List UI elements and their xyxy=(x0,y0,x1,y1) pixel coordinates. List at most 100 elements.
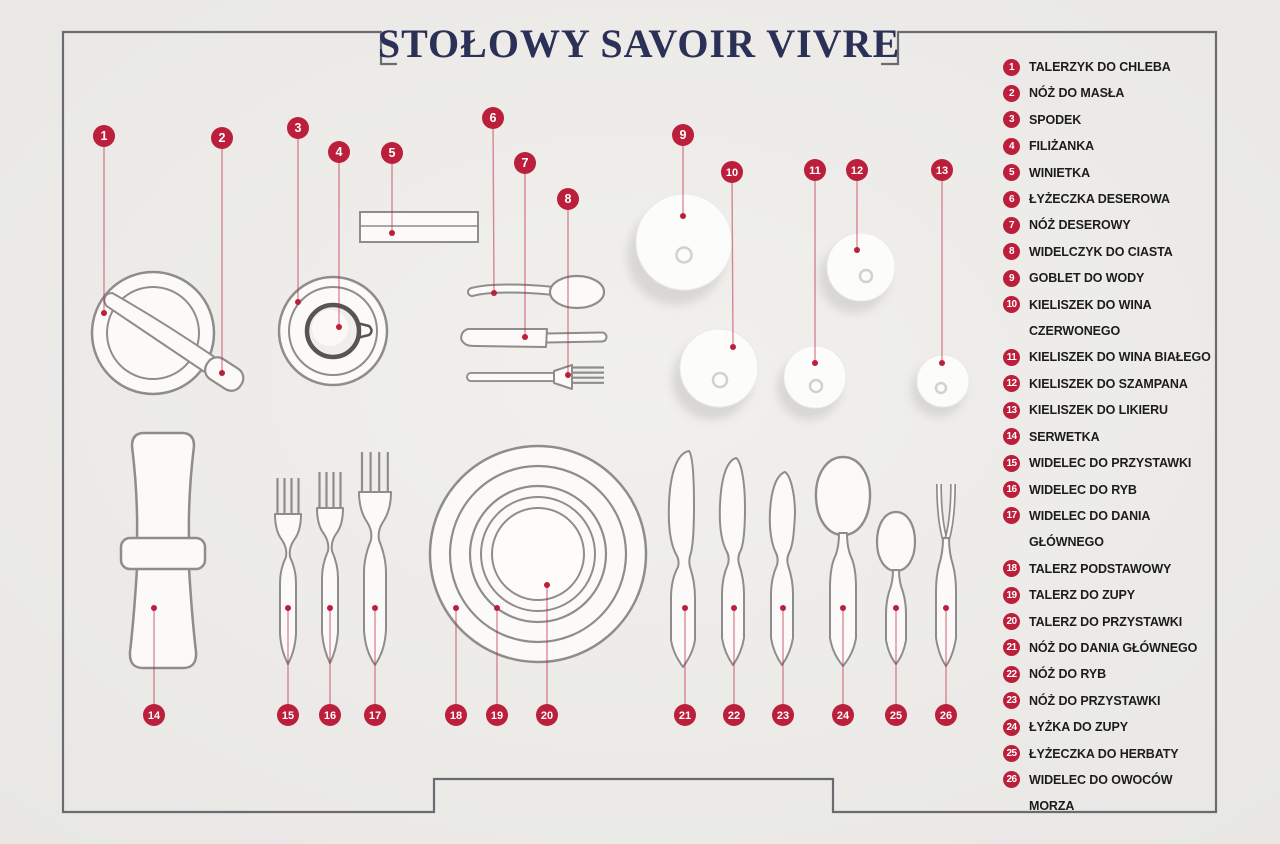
marker-number: 14 xyxy=(148,710,161,722)
napkin xyxy=(119,431,207,670)
legend-number-badge: 5 xyxy=(1003,164,1020,182)
marker-badge xyxy=(381,142,403,164)
marker-lyzka-zupa: 24 xyxy=(832,605,854,726)
marker-dot xyxy=(780,605,786,611)
legend-number-badge: 1 xyxy=(1003,58,1020,76)
legend-number-badge: 2 xyxy=(1003,84,1020,102)
marker-badge xyxy=(723,704,745,726)
marker-badge xyxy=(804,159,826,181)
marker-dot xyxy=(943,605,949,611)
marker-widelec-danie-glowne: 17 xyxy=(364,605,386,726)
marker-winietka: 5 xyxy=(381,142,403,236)
marker-number: 15 xyxy=(282,710,294,722)
legend-label: WINIETKA xyxy=(1029,165,1090,180)
marker-widelec-ryby: 16 xyxy=(319,605,341,726)
legend-number-badge: 20 xyxy=(1003,613,1020,631)
main-course-knife xyxy=(667,450,696,668)
legend-number-badge: 15 xyxy=(1003,454,1020,472)
marker-number: 21 xyxy=(679,710,691,722)
water-goblet xyxy=(627,193,733,305)
marker-noz-danie-glowne: 21 xyxy=(674,605,696,726)
marker-badge xyxy=(319,704,341,726)
marker-widelczyk-do-ciasta: 8 xyxy=(557,188,579,378)
marker-badge xyxy=(536,704,558,726)
marker-dot xyxy=(295,299,301,305)
marker-serwetka: 14 xyxy=(143,605,165,726)
marker-dot xyxy=(730,344,736,350)
legend-number-badge: 13 xyxy=(1003,401,1020,419)
marker-dot xyxy=(939,360,945,366)
marker-number: 18 xyxy=(450,710,462,722)
marker-badge xyxy=(287,117,309,139)
marker-number: 24 xyxy=(837,710,850,722)
legend-number-badge: 21 xyxy=(1003,639,1020,657)
white-wine-glass xyxy=(777,345,847,420)
legend-number-badge: 9 xyxy=(1003,269,1020,287)
legend-number-badge: 4 xyxy=(1003,137,1020,155)
marker-dot xyxy=(336,324,342,330)
marker-noz-deserowy: 7 xyxy=(514,152,536,340)
fish-knife xyxy=(718,457,746,666)
marker-badge xyxy=(328,141,350,163)
marker-dot xyxy=(522,334,528,340)
appetizer-knife xyxy=(768,471,796,666)
marker-dot xyxy=(893,605,899,611)
legend-label: WIDELEC DO RYB xyxy=(1029,482,1137,497)
legend-item-5: 5 WINIETKA xyxy=(1003,160,1216,186)
marker-dot xyxy=(285,605,291,611)
marker-number: 7 xyxy=(522,156,529,170)
marker-dot xyxy=(680,213,686,219)
marker-badge xyxy=(846,159,868,181)
marker-goblet-do-wody: 9 xyxy=(672,124,694,219)
legend-item-8: 8 WIDELCZYK DO CIASTA xyxy=(1003,239,1216,265)
marker-badge xyxy=(364,704,386,726)
marker-number: 6 xyxy=(490,111,497,125)
legend-label: WIDELCZYK DO CIASTA xyxy=(1029,244,1173,259)
marker-badge xyxy=(721,161,743,183)
dessert-knife xyxy=(460,328,608,348)
legend-number-badge: 12 xyxy=(1003,375,1020,393)
legend-label: ŁYŻECZKA DO HERBATY xyxy=(1029,746,1179,761)
legend-label: TALERZ DO PRZYSTAWKI xyxy=(1029,614,1183,629)
marker-dot xyxy=(372,605,378,611)
marker-number: 20 xyxy=(541,710,553,722)
legend-number-badge: 8 xyxy=(1003,243,1020,261)
legend-number-badge: 10 xyxy=(1003,296,1020,314)
marker-kieliszek-likier: 13 xyxy=(931,159,953,366)
legend-item-20: 20 TALERZ DO PRZYSTAWKI xyxy=(1003,609,1216,635)
marker-badge xyxy=(445,704,467,726)
legend-label: ŁYŻKA DO ZUPY xyxy=(1029,720,1128,735)
legend-label: TALERZ DO ZUPY xyxy=(1029,588,1136,603)
marker-dot xyxy=(219,370,225,376)
marker-dot xyxy=(453,605,459,611)
marker-badge xyxy=(514,152,536,174)
marker-badge xyxy=(832,704,854,726)
legend-number-badge: 25 xyxy=(1003,745,1020,763)
marker-number: 2 xyxy=(219,131,226,145)
marker-dot xyxy=(565,372,571,378)
marker-kieliszek-wino-czerwone: 10 xyxy=(721,161,743,350)
marker-talerz-podstawowy: 18 xyxy=(445,605,467,726)
legend-label: NÓŻ DO PRZYSTAWKI xyxy=(1029,693,1161,708)
marker-talerz-przystawka: 20 xyxy=(536,582,558,726)
marker-number: 1 xyxy=(101,129,108,143)
legend-number-badge: 11 xyxy=(1003,348,1020,366)
legend-label: FILIŻANKA xyxy=(1029,139,1095,154)
marker-number: 9 xyxy=(680,128,687,142)
marker-dot xyxy=(389,230,395,236)
legend-label: TALERZYK DO CHLEBA xyxy=(1029,60,1171,74)
legend-number-badge: 7 xyxy=(1003,216,1020,234)
marker-talerz-zupa: 19 xyxy=(486,605,508,726)
marker-dot xyxy=(494,605,500,611)
